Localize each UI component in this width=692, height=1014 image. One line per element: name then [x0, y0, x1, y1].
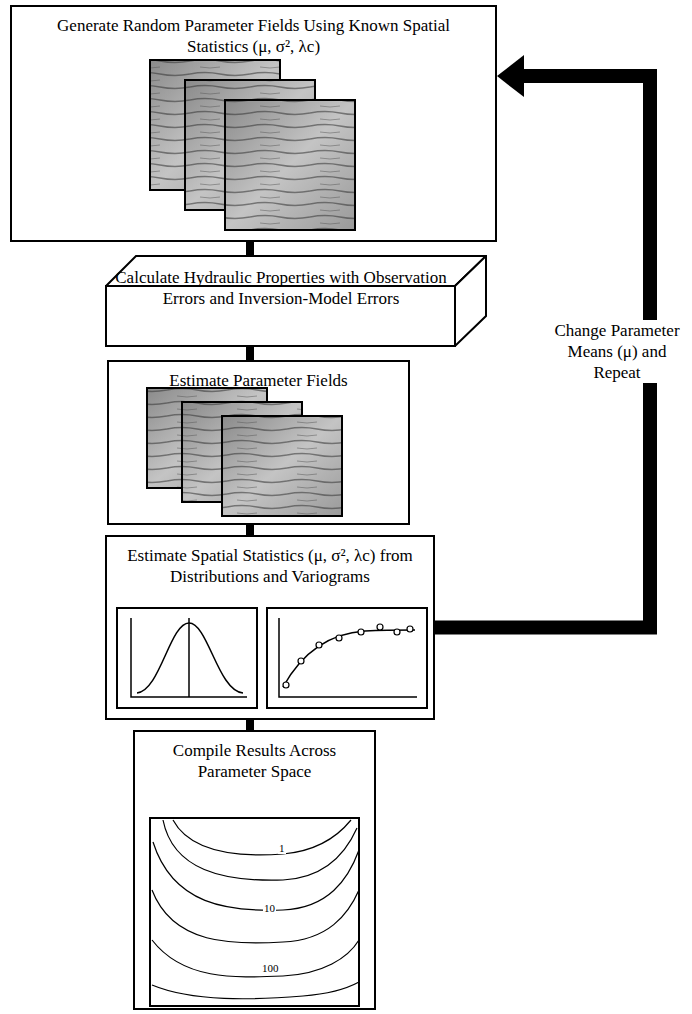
box-label: Compile Results Across Parameter Space [165, 740, 344, 782]
box-label: Calculate Hydraulic Properties with Obse… [115, 267, 447, 309]
edge-label: Change Parameter Means (μ) and Repeat [548, 320, 686, 383]
contour-value: 10 [263, 902, 276, 914]
connector [250, 242, 251, 255]
field-panel [222, 416, 342, 516]
field-panel [225, 100, 355, 230]
process-box: Compile Results Across Parameter Space [133, 730, 376, 1010]
process-box-3d: Calculate Hydraulic Properties with Obse… [105, 255, 487, 347]
box-label: Estimate Parameter Fields [119, 370, 398, 391]
box-label: Estimate Spatial Statistics (μ, σ², λc) … [117, 545, 423, 587]
contour-value: 100 [261, 962, 280, 974]
connector [250, 525, 251, 535]
process-box: Generate Random Parameter Fields Using K… [10, 5, 497, 242]
connector-line [246, 525, 254, 535]
process-box: Estimate Spatial Statistics (μ, σ², λc) … [105, 535, 435, 720]
arrowhead [497, 55, 524, 97]
process-box: Estimate Parameter Fields [107, 360, 410, 525]
box-label: Generate Random Parameter Fields Using K… [32, 15, 475, 57]
connector-line [246, 720, 254, 730]
connector [250, 347, 251, 360]
contour-value: 1 [278, 842, 286, 854]
connector [250, 720, 251, 730]
connector-line [246, 347, 254, 360]
connector-line [246, 242, 254, 255]
